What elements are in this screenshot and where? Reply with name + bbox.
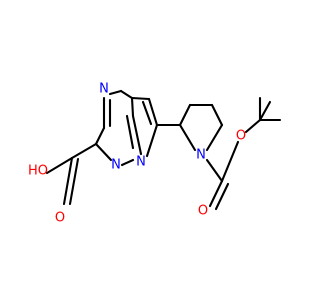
atom-N3: N [136, 155, 146, 170]
atom-N2: N [111, 158, 121, 173]
bond-ring-a [94, 126, 106, 146]
structure-svg: HO O N N N N O O [28, 82, 282, 226]
molecule-diagram: HO O N N N N O O [28, 82, 282, 226]
bond-five-b [147, 97, 159, 127]
bond-ring-g [94, 142, 113, 162]
bond-ring-c [108, 89, 123, 96]
bond-C=O-a [62, 156, 74, 206]
bond-C=O2-b [214, 182, 230, 211]
bond-C=O-b [68, 157, 80, 206]
bond-C-OH [45, 156, 74, 175]
bond-O-tBu [244, 118, 262, 134]
bond-N-N [120, 158, 135, 167]
atom-label-layer: HO O N N N N O O [28, 82, 246, 226]
bond-C-ring [70, 142, 98, 160]
atom-O_dbl1: O [55, 211, 65, 226]
bond-ring-e [130, 96, 135, 118]
atom-O_dbl2: O [198, 204, 208, 219]
bond-five-a [130, 96, 151, 101]
bond-C=O2-a [208, 179, 224, 208]
bond-layer [45, 89, 282, 211]
atom-N_pip: N [196, 148, 206, 163]
atom-O_est: O [236, 129, 246, 144]
bond-C-Oest [220, 140, 240, 183]
bond-pip-d [205, 123, 224, 152]
atom-N1: N [99, 82, 109, 97]
atom-O_oh: HO [28, 164, 48, 179]
bond-ring-d [119, 89, 134, 100]
bond-tBu-c [258, 100, 272, 122]
bond-ring-f [131, 114, 143, 156]
bond-pip-e [178, 123, 197, 152]
bond-pip-c [210, 103, 224, 127]
bond-pip-a [178, 103, 192, 127]
bond-five-b2 [141, 100, 153, 126]
bond-five-c [145, 123, 159, 158]
bond-N-C [205, 158, 224, 183]
bond-ring-f2 [125, 114, 135, 150]
